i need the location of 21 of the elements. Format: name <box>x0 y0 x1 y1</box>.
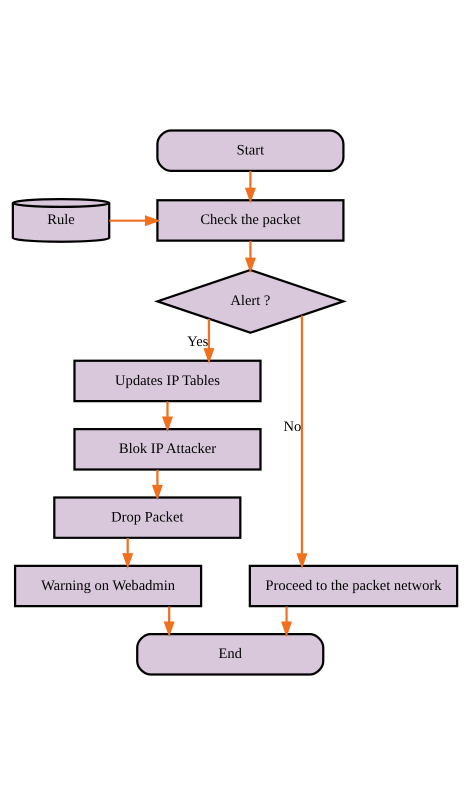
edge-label: Yes <box>187 334 208 350</box>
node-box: End <box>136 633 324 676</box>
edge-label: No <box>284 418 302 435</box>
arrow <box>164 606 175 638</box>
node-box: Warning on Webadmin <box>14 564 202 608</box>
arrow <box>244 170 256 204</box>
arrow <box>203 319 214 364</box>
node-box: Proceed to the packet network <box>248 564 458 608</box>
arrow <box>122 538 134 569</box>
node-box: Updates IP Tables <box>73 360 262 402</box>
arrow <box>244 240 256 274</box>
arrow <box>152 470 163 501</box>
node-box: Drop Packet <box>53 496 242 539</box>
node-diamond: Alert ? <box>154 268 347 334</box>
node-box: Check the packet <box>156 199 345 242</box>
arrow <box>281 606 292 638</box>
arrow <box>109 215 161 226</box>
arrow <box>296 316 308 569</box>
node-box: Blok IP Attacker <box>73 428 262 471</box>
node-box: Start <box>156 129 345 172</box>
arrow <box>162 401 173 432</box>
